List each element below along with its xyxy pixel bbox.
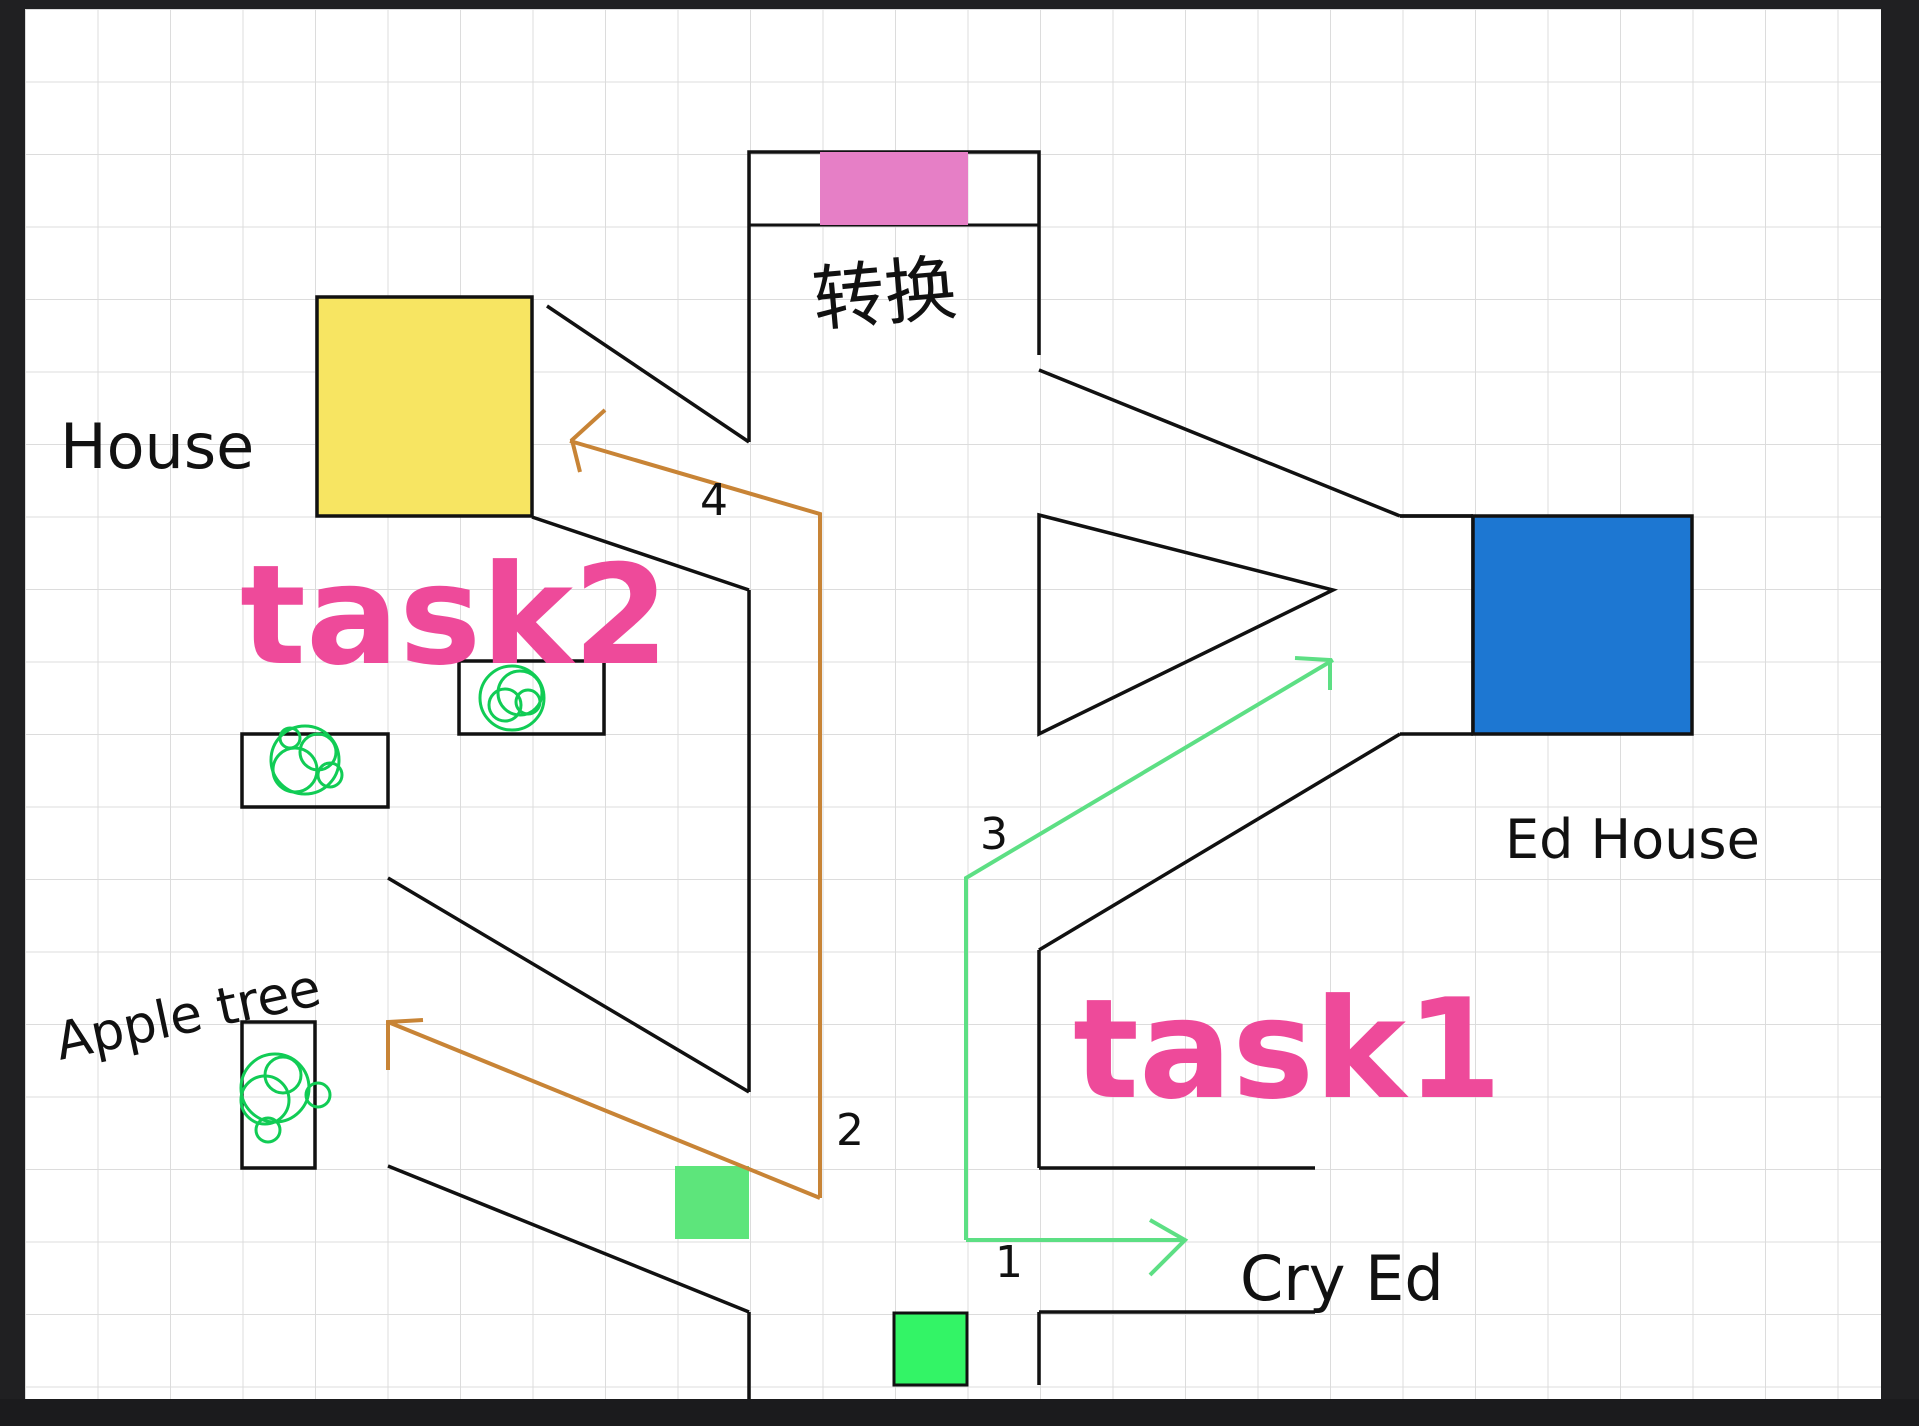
top-room-block (820, 152, 968, 225)
bush-scribble-3 (239, 1052, 332, 1144)
task1-label: task1 (1073, 969, 1502, 1130)
ed-house-block (1471, 514, 1694, 736)
top-room (747, 150, 1041, 442)
task2-label: task2 (240, 535, 669, 696)
marker-3: 3 (980, 809, 1008, 860)
ed-house-label: Ed House (1505, 808, 1760, 871)
window-bottom-bar (0, 1399, 1919, 1426)
marker-2: 2 (836, 1105, 864, 1156)
green-block (675, 1166, 749, 1239)
task2-path (386, 408, 822, 1200)
bush-boxes (240, 659, 606, 1170)
top-room-label: 转换 (809, 246, 960, 342)
bush-scribble-1 (478, 664, 546, 732)
spawn-block (892, 1311, 969, 1387)
house-label: House (60, 410, 254, 483)
cry-ed-label: Cry Ed (1240, 1242, 1444, 1315)
marker-4: 4 (700, 475, 728, 526)
marker-1: 1 (995, 1237, 1023, 1288)
corridor-walls (387, 304, 1475, 1399)
house-block (315, 295, 534, 518)
bush-scribble-2 (269, 724, 344, 796)
task1-path (964, 656, 1335, 1277)
